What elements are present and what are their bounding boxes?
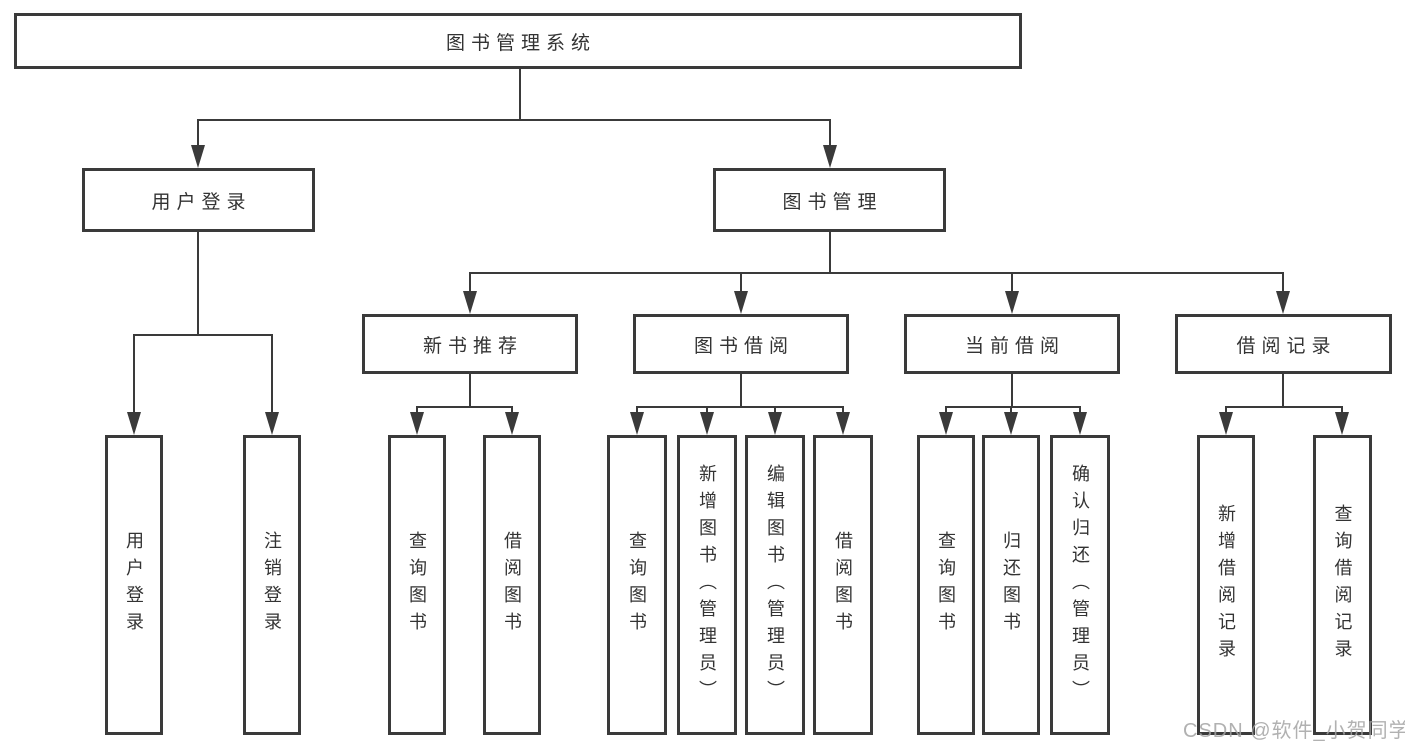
leaf-add-borrow-record: 新增借阅记录	[1197, 435, 1255, 735]
leaf-query-books-borrow-label: 查询图书	[627, 531, 647, 639]
leaf-borrow-books-label: 借阅图书	[833, 531, 853, 639]
leaf-user-login-label: 用户登录	[124, 531, 144, 639]
leaf-add-books-admin-label: 新增图书（管理员）	[697, 463, 717, 707]
node-current-borrow: 当前借阅	[904, 314, 1120, 374]
node-book-management: 图书管理	[713, 168, 946, 232]
node-new-book-recommend-label: 新书推荐	[422, 335, 523, 357]
leaf-query-books-current-label: 查询图书	[936, 531, 956, 639]
node-book-borrow: 图书借阅	[633, 314, 849, 374]
leaf-edit-books-admin-label: 编辑图书（管理员）	[765, 463, 785, 707]
leaf-borrow-books-recommend-label: 借阅图书	[502, 531, 522, 639]
node-root-label: 图书管理系统	[445, 32, 596, 54]
leaf-query-borrow-record: 查询借阅记录	[1313, 435, 1372, 735]
leaf-logout-label: 注销登录	[262, 531, 282, 639]
leaf-logout: 注销登录	[243, 435, 301, 735]
node-book-borrow-label: 图书借阅	[693, 335, 794, 357]
node-borrow-records-label: 借阅记录	[1236, 335, 1337, 357]
node-new-book-recommend: 新书推荐	[362, 314, 578, 374]
node-borrow-records: 借阅记录	[1175, 314, 1392, 374]
leaf-query-books-recommend-label: 查询图书	[407, 531, 427, 639]
node-book-management-label: 图书管理	[782, 191, 883, 213]
leaf-query-books-recommend: 查询图书	[388, 435, 446, 735]
node-user-login: 用户登录	[82, 168, 315, 232]
node-user-login-label: 用户登录	[151, 191, 252, 213]
leaf-query-books-borrow: 查询图书	[607, 435, 667, 735]
leaf-query-borrow-record-label: 查询借阅记录	[1332, 504, 1353, 666]
leaf-return-books-label: 归还图书	[1001, 531, 1021, 639]
leaf-borrow-books: 借阅图书	[813, 435, 873, 735]
leaf-add-borrow-record-label: 新增借阅记录	[1216, 504, 1236, 666]
leaf-return-books: 归还图书	[982, 435, 1040, 735]
node-root: 图书管理系统	[14, 13, 1022, 69]
leaf-query-books-current: 查询图书	[917, 435, 975, 735]
leaf-confirm-return-admin: 确认归还（管理员）	[1050, 435, 1110, 735]
csdn-watermark: CSDN @软件_小贺同学	[1183, 720, 1405, 742]
leaf-user-login: 用户登录	[105, 435, 163, 735]
leaf-edit-books-admin: 编辑图书（管理员）	[745, 435, 805, 735]
leaf-borrow-books-recommend: 借阅图书	[483, 435, 541, 735]
leaf-confirm-return-admin-label: 确认归还（管理员）	[1070, 463, 1090, 707]
node-current-borrow-label: 当前借阅	[964, 335, 1065, 357]
leaf-add-books-admin: 新增图书（管理员）	[677, 435, 737, 735]
